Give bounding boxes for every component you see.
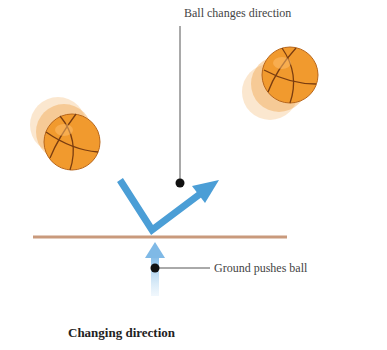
bounce-arrow [120, 180, 219, 230]
ground-line [33, 236, 287, 239]
basketball [262, 47, 318, 103]
basketball [44, 114, 100, 170]
leader-line [155, 268, 210, 269]
figure-caption: Changing direction [68, 325, 175, 341]
push-arrow [145, 242, 165, 296]
callout-dot [176, 179, 185, 188]
callout-label: Ground pushes ball [214, 261, 307, 275]
callout-dot [151, 264, 160, 273]
leader-line [180, 26, 181, 182]
callout-label: Ball changes direction [184, 6, 291, 20]
